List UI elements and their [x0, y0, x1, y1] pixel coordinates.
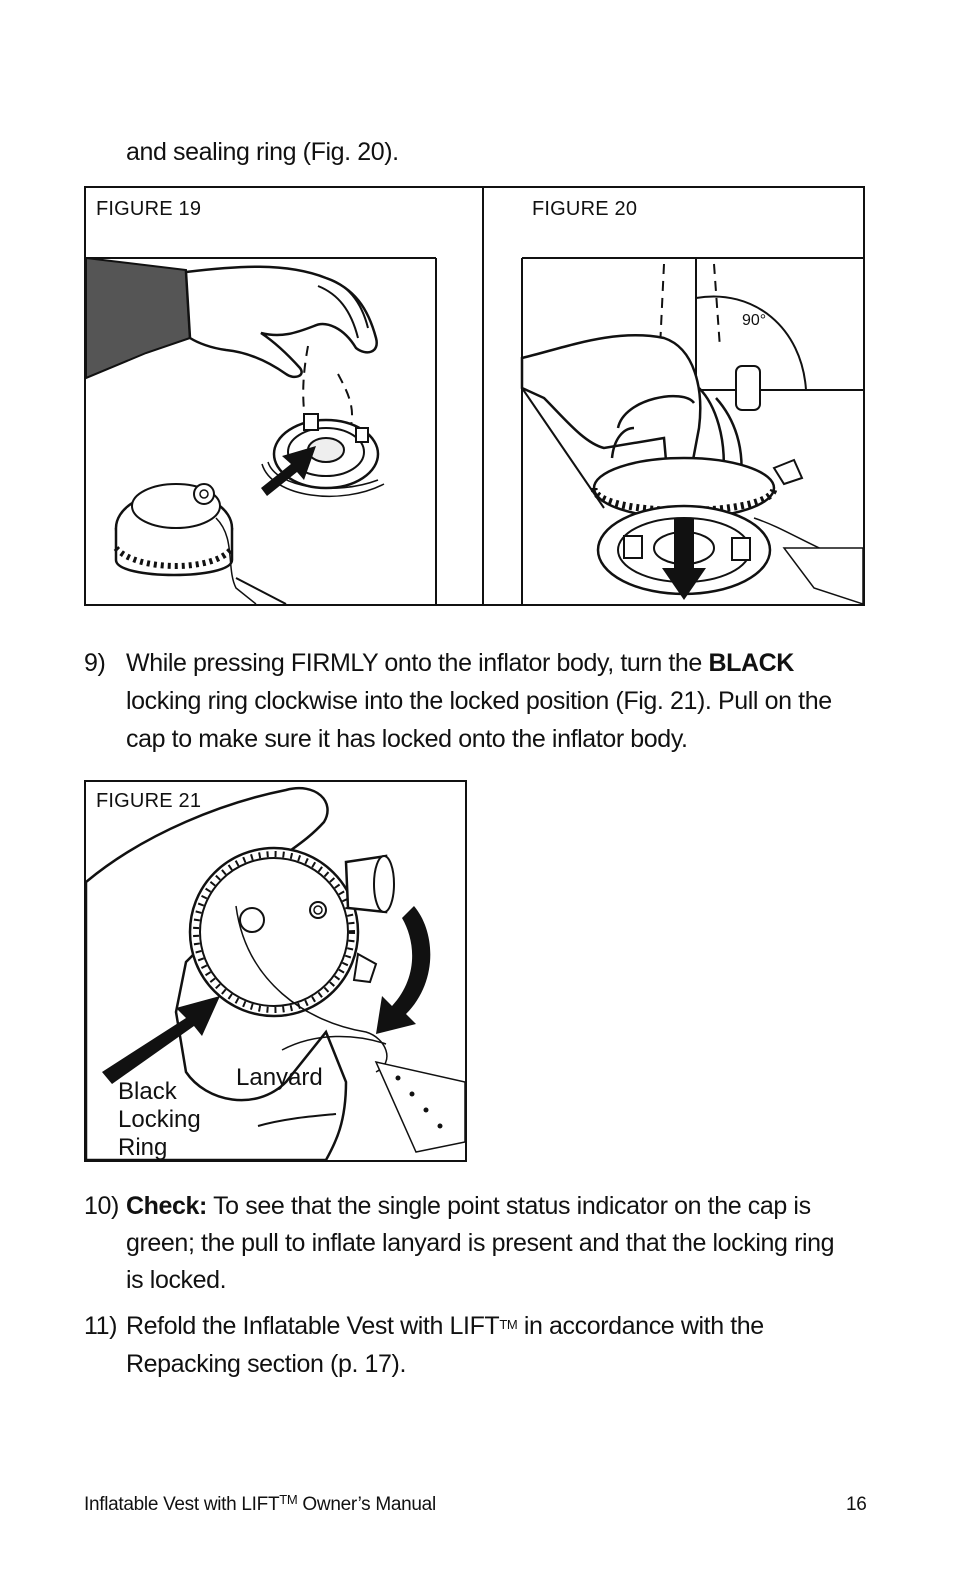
- step-9-line-3: cap to make sure it has locked onto the …: [126, 725, 688, 753]
- footer-title: Inflatable Vest with LIFTTM Owner’s Manu…: [84, 1492, 436, 1516]
- callout-ring-line-3: Ring: [118, 1134, 168, 1161]
- step-10-line-2: green; the pull to inflate lanyard is pr…: [126, 1229, 835, 1257]
- step-11-line-2: Repacking section (p. 17).: [126, 1350, 407, 1378]
- lanyard-callout: Lanyard: [236, 1064, 323, 1091]
- step-11-trademark: TM: [499, 1317, 518, 1332]
- step-9-text: While pressing FIRMLY onto the inflator …: [126, 649, 709, 677]
- step-9-emphasis: BLACK: [708, 649, 794, 677]
- step-10-text: To see that the single point status indi…: [206, 1192, 811, 1220]
- callout-ring-line-1: Black: [118, 1078, 177, 1105]
- callout-ring-line-2: Locking: [118, 1106, 201, 1133]
- step-11-number: 11): [84, 1312, 118, 1340]
- figure-21-illustration: [86, 787, 465, 1160]
- step-9-number: 9): [84, 649, 106, 677]
- figure-19-illustration: [86, 256, 437, 604]
- step-10-line-3: is locked.: [126, 1266, 227, 1294]
- step-10-emphasis: Check:: [126, 1192, 207, 1220]
- step-11-text-post: in accordance with the: [517, 1312, 764, 1340]
- step-9-line-2: locking ring clockwise into the locked p…: [126, 687, 832, 715]
- footer-title-text: Inflatable Vest with LIFT: [84, 1494, 280, 1515]
- page-number: 16: [846, 1494, 867, 1515]
- step-10-number: 10): [84, 1192, 119, 1220]
- step-9-line-1: While pressing FIRMLY onto the inflator …: [126, 645, 794, 682]
- step-10-line-1: Check: To see that the single point stat…: [126, 1188, 811, 1225]
- black-locking-ring-callout: Black Locking Ring: [118, 1078, 201, 1162]
- figure-21-label: FIGURE 21: [96, 790, 202, 812]
- figure-20-label: FIGURE 20: [532, 198, 638, 220]
- figure-19-label: FIGURE 19: [96, 198, 202, 220]
- figure-20-illustration: 90°: [520, 257, 863, 604]
- footer-title-post: Owner’s Manual: [297, 1494, 436, 1515]
- intro-text: and sealing ring (Fig. 20).: [126, 138, 399, 166]
- step-11-line-1: Refold the Inflatable Vest with LIFTTM i…: [126, 1308, 764, 1345]
- angle-label: 90°: [742, 312, 766, 329]
- figure-21-frame: FIGURE 21 Black Locking Ring Lanyard: [84, 780, 467, 1162]
- footer-trademark: TM: [279, 1492, 298, 1507]
- figure-20-frame: FIGURE 20 90°: [482, 186, 865, 606]
- step-11-text: Refold the Inflatable Vest with LIFT: [126, 1312, 500, 1340]
- figure-19-frame: FIGURE 19: [84, 186, 484, 606]
